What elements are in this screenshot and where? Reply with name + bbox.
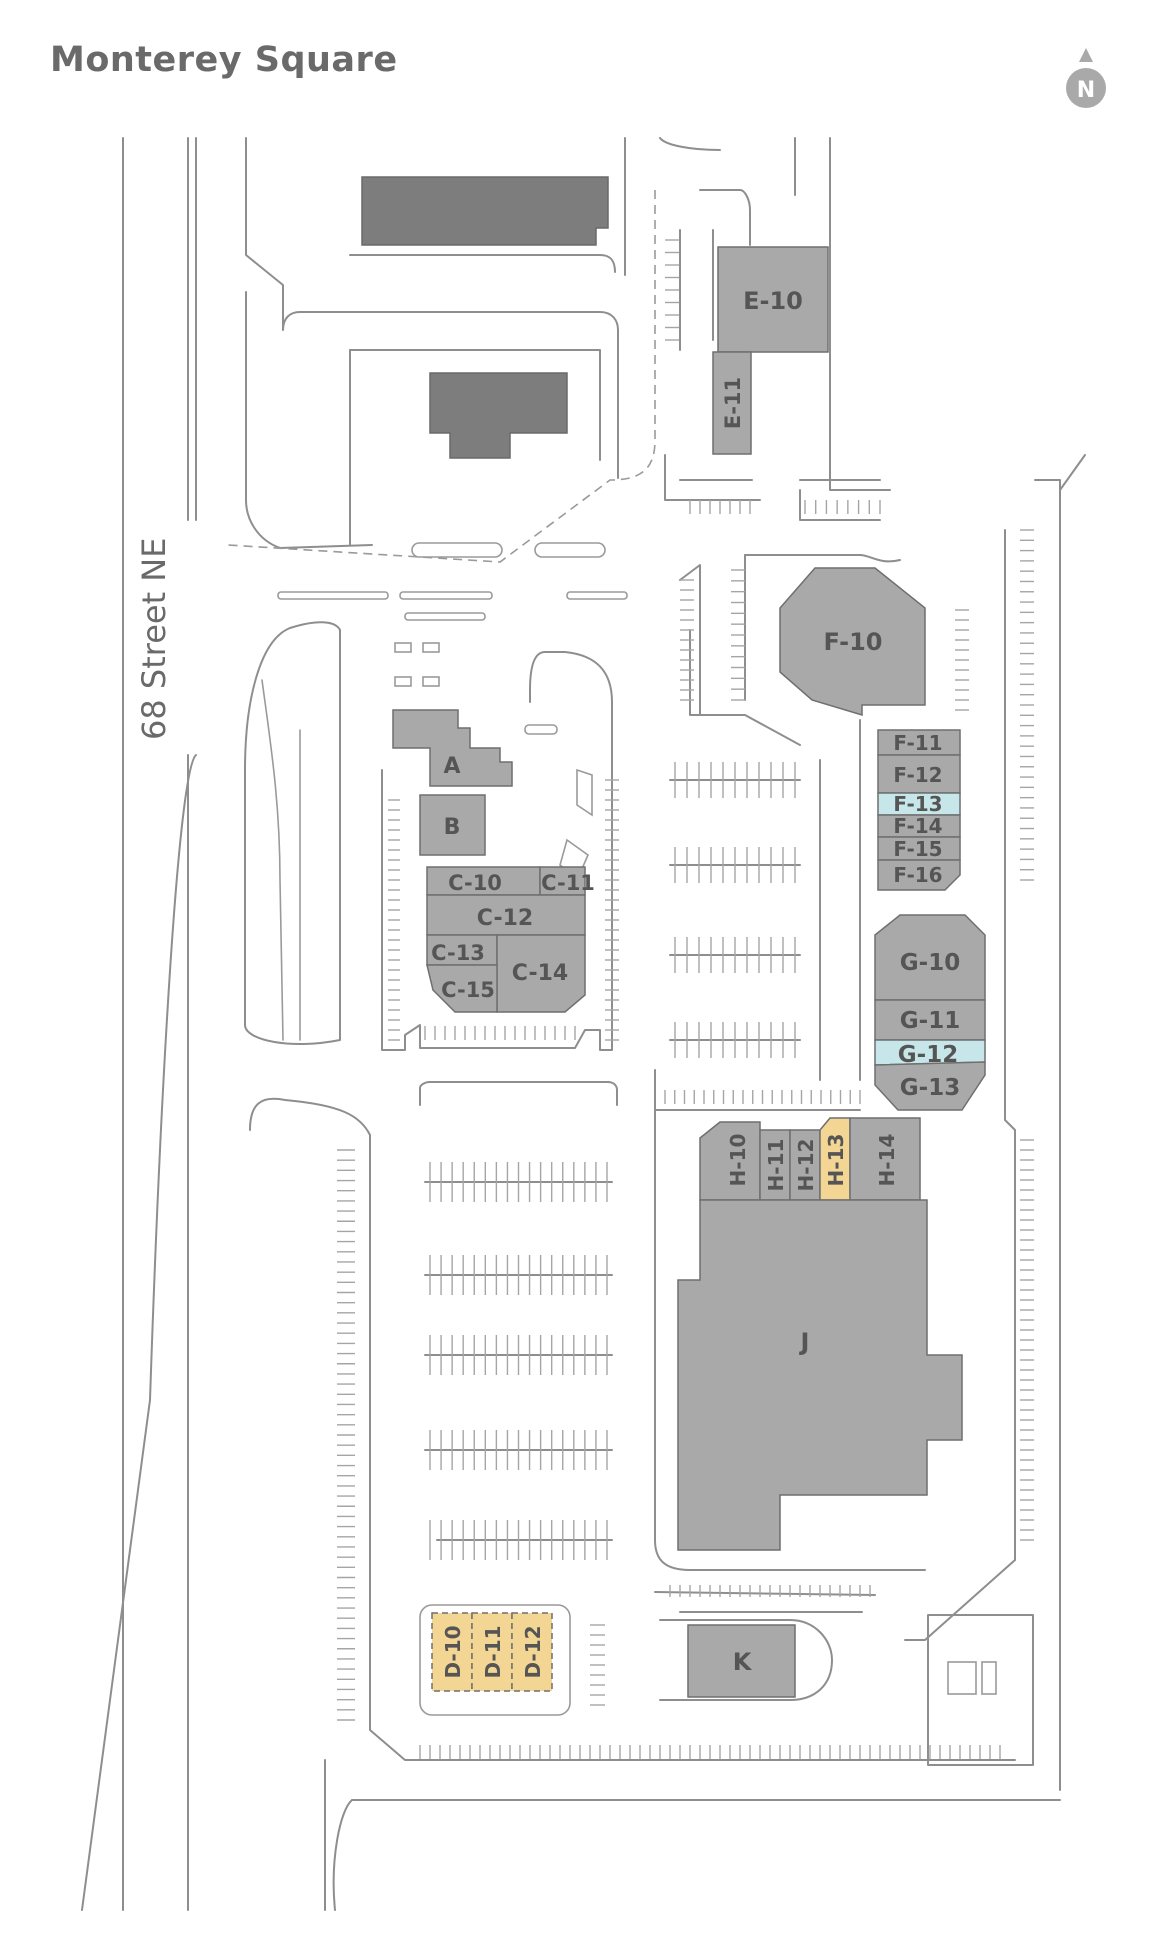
west-parking bbox=[249, 1069, 1016, 1761]
unit-C-12-label: C-12 bbox=[477, 906, 533, 931]
unit-H-10-label: H-10 bbox=[726, 1134, 750, 1187]
unit-F-15-label: F-15 bbox=[893, 837, 942, 861]
unit-K-label: K bbox=[733, 1648, 753, 1676]
unit-H-14[interactable] bbox=[849, 1117, 921, 1201]
unit-C-15-label: C-15 bbox=[441, 978, 495, 1002]
unit-C-15[interactable] bbox=[426, 964, 498, 1013]
unit-F-12-label: F-12 bbox=[893, 763, 942, 787]
landscape-island bbox=[244, 621, 341, 1046]
unit-G-10-label: G-10 bbox=[900, 950, 960, 976]
unit-C-11-label: C-11 bbox=[541, 871, 595, 895]
unit-G-13[interactable] bbox=[874, 1061, 986, 1111]
unit-C-12[interactable] bbox=[426, 894, 586, 936]
map-title: Monterey Square bbox=[50, 40, 398, 80]
unit-F-16[interactable] bbox=[877, 859, 961, 891]
unit-F-14-label: F-14 bbox=[893, 814, 942, 838]
unit-C-14-label: C-14 bbox=[512, 961, 568, 986]
unit-F-10[interactable] bbox=[779, 567, 926, 717]
unit-J-label: J bbox=[799, 1328, 810, 1356]
parking-rows-north bbox=[277, 542, 628, 687]
unit-C-10-label: C-10 bbox=[448, 871, 502, 895]
highway bbox=[81, 137, 197, 1911]
south-road bbox=[324, 1759, 1061, 1911]
unit-F-12[interactable] bbox=[877, 754, 961, 794]
north-lot bbox=[227, 137, 1086, 563]
unit-D-12-label: D-12 bbox=[521, 1625, 545, 1678]
unit-E-11-label: E-11 bbox=[721, 377, 745, 429]
unit-E-11[interactable] bbox=[712, 351, 752, 455]
unit-G-11-label: G-11 bbox=[900, 1008, 960, 1034]
unit-A-label: A bbox=[443, 754, 460, 779]
k-pad-outline bbox=[659, 1619, 833, 1701]
unit-H-11-label: H-11 bbox=[764, 1139, 788, 1192]
unit-E-10[interactable] bbox=[717, 246, 829, 353]
unit-C-13-label: C-13 bbox=[431, 941, 485, 965]
unit-F-10-label: F-10 bbox=[823, 628, 882, 656]
east-drive bbox=[654, 479, 1061, 1791]
unit-D-10-label: D-10 bbox=[441, 1625, 465, 1678]
unit-C-11[interactable] bbox=[539, 866, 586, 896]
unit-J[interactable] bbox=[677, 1199, 963, 1551]
unit-E-10-label: E-10 bbox=[743, 287, 803, 315]
unit-D-12[interactable] bbox=[511, 1612, 553, 1692]
unit-F-11[interactable] bbox=[877, 729, 961, 756]
unit-H-13-label: H-13 bbox=[824, 1134, 848, 1187]
unit-F-11-label: F-11 bbox=[893, 731, 942, 755]
utility-building bbox=[927, 1614, 1034, 1766]
parking-stalls bbox=[337, 239, 1034, 1759]
unit-G-13-label: G-13 bbox=[900, 1075, 960, 1101]
unit-D-11[interactable] bbox=[471, 1612, 513, 1692]
unit-B-label: B bbox=[444, 815, 461, 840]
unit-H-14-label: H-14 bbox=[875, 1134, 899, 1187]
north-building-2 bbox=[429, 372, 568, 459]
north-building-1 bbox=[361, 176, 609, 246]
unit-G-11[interactable] bbox=[874, 999, 986, 1041]
unit-B[interactable] bbox=[419, 794, 486, 856]
unit-D-10[interactable] bbox=[431, 1612, 473, 1692]
street-label: 68 Street NE bbox=[135, 538, 173, 740]
compass-letter: N bbox=[1077, 78, 1095, 103]
d-pad-outline bbox=[419, 1604, 571, 1716]
e-parking bbox=[679, 229, 881, 481]
north-arrow-icon: N bbox=[1066, 48, 1106, 108]
unit-F-13-label: F-13 bbox=[893, 792, 942, 816]
unit-D-11-label: D-11 bbox=[481, 1625, 505, 1678]
unit-H-12-label: H-12 bbox=[794, 1139, 818, 1192]
unit-F-16-label: F-16 bbox=[893, 863, 942, 887]
unit-K[interactable] bbox=[687, 1624, 796, 1698]
unit-A[interactable] bbox=[392, 709, 513, 787]
unit-H-11[interactable] bbox=[759, 1129, 791, 1201]
unit-C-10[interactable] bbox=[426, 866, 541, 896]
